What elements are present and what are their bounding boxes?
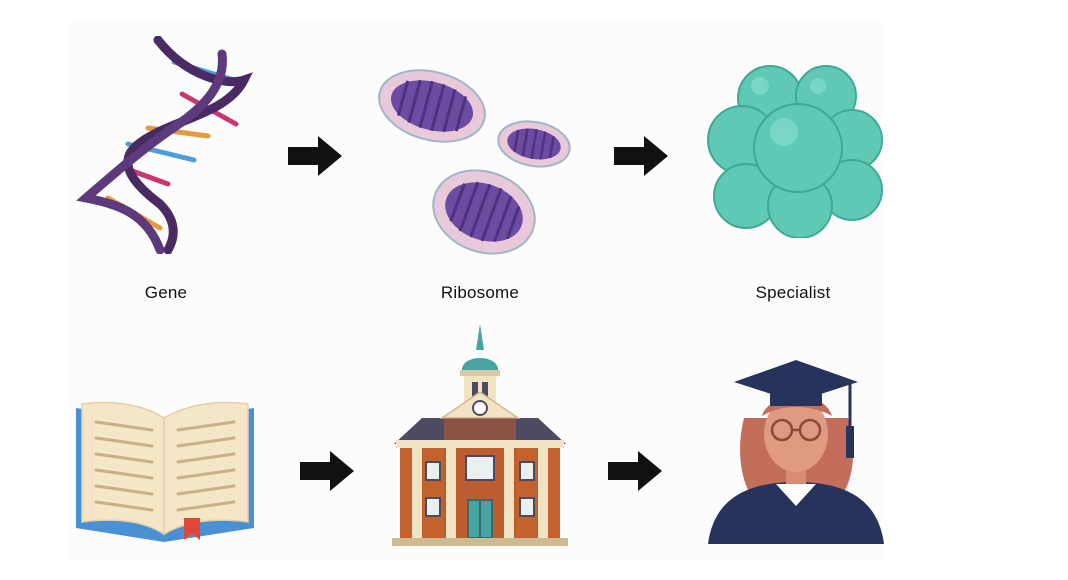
label-gene: Gene <box>144 283 188 302</box>
label-specialist: Specialist <box>755 283 831 302</box>
cell-cluster-icon <box>702 58 888 238</box>
university-building-icon <box>392 322 568 548</box>
ribosome-icon <box>372 66 572 262</box>
label-ribosome: Ribosome <box>440 283 520 302</box>
arrow-right-icon <box>614 136 668 176</box>
arrow-right-icon <box>300 451 354 491</box>
dna-icon <box>76 36 256 254</box>
graduate-icon <box>704 358 888 546</box>
open-book-icon <box>72 400 258 546</box>
arrow-right-icon <box>608 451 662 491</box>
arrow-right-icon <box>288 136 342 176</box>
